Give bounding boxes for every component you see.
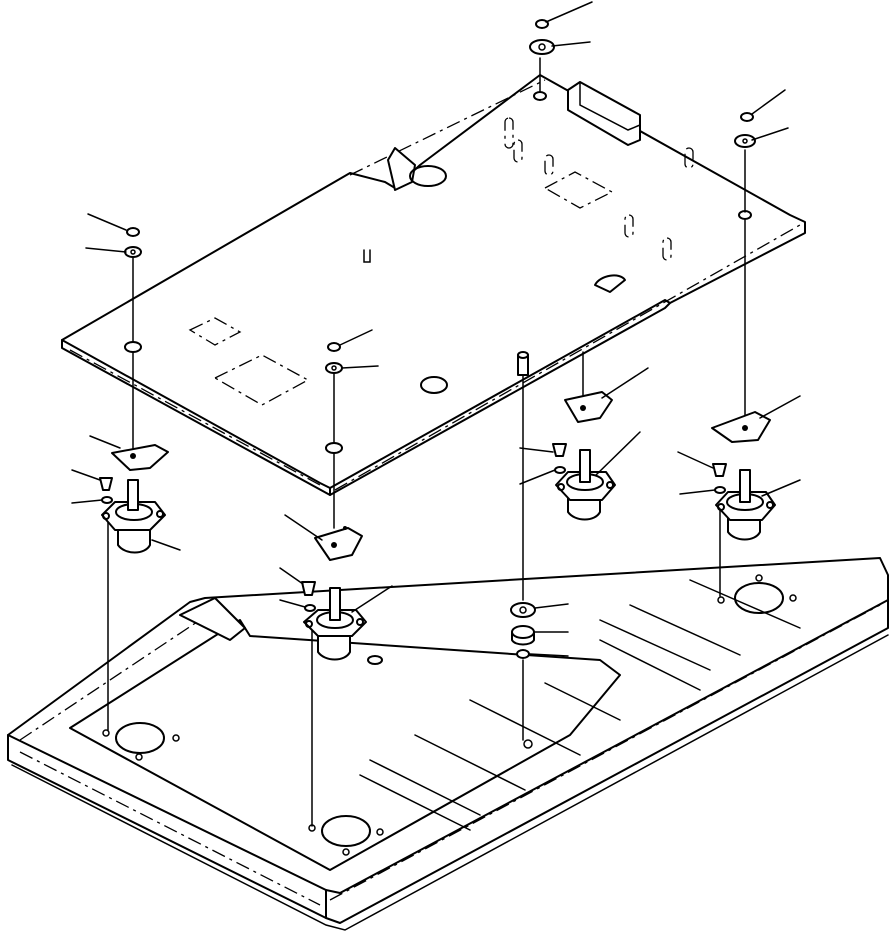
base-frame-front-edge [7, 734, 327, 919]
base-hole-center [321, 815, 371, 847]
base-hole-right [734, 582, 784, 614]
isolator-mount-right-a [517, 351, 616, 521]
floor-cutout-center [213, 354, 310, 406]
floor-plate-bracket [567, 81, 641, 146]
hardware-nuts-washers [124, 19, 756, 659]
isolator-mount-left [99, 444, 169, 554]
floor-cutout-left [188, 317, 242, 346]
floor-plate [61, 74, 806, 496]
base-frame [7, 557, 889, 931]
base-frame-side-edge [325, 599, 889, 924]
base-inner-recess [69, 619, 621, 871]
leader-lines [71, 1, 801, 657]
floor-plate-outline [61, 74, 806, 489]
isolator-mount-center [301, 526, 367, 661]
base-frame-top-face [7, 557, 889, 894]
isolator-mount-right-b [711, 411, 776, 541]
base-hole-left [115, 722, 165, 754]
alignment-lines [107, 57, 746, 827]
floor-cutout-top [543, 171, 614, 209]
